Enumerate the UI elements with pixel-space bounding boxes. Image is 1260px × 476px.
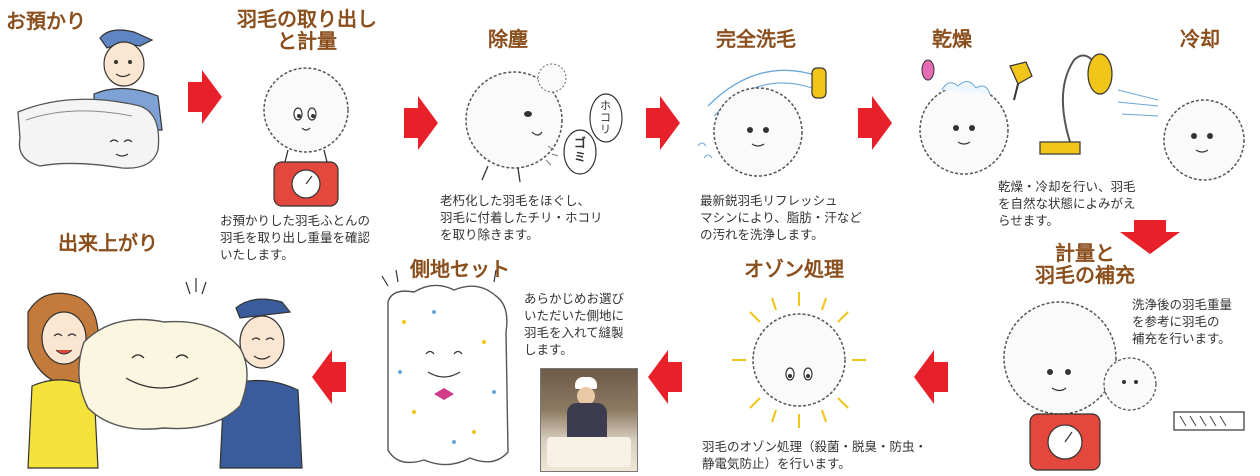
- flow-arrow-left-3: [312, 350, 346, 404]
- wash-illustration: [697, 67, 827, 177]
- ozone-illustration: [732, 292, 866, 428]
- flow-arrow-right-1: [188, 70, 222, 124]
- flow-arrow-left-1: [914, 350, 948, 404]
- step-title-done: 出来上がり: [58, 231, 158, 255]
- step-desc-dust: 老朽化した羽毛をほぐし、 羽毛に付着したチリ・ホコリ を取り除きます。: [440, 193, 603, 242]
- step-title-dust: 除塵: [488, 27, 528, 51]
- step-title-ozone: オゾン処理: [744, 257, 844, 281]
- step-desc-ozone: 羽毛のオゾン処理（殺菌・脱臭・防虫・ 静電気防止）を行います。: [702, 439, 928, 471]
- step-title-cover: 側地セット: [410, 257, 510, 281]
- bubble-gomi: ゴミ: [574, 136, 587, 164]
- refill-illustration: [1003, 301, 1245, 471]
- sewing-photo: [540, 368, 638, 472]
- step-title-dry: 乾燥: [932, 27, 972, 51]
- step-title-receive: お預かり: [6, 9, 86, 33]
- flow-arrow-left-2: [648, 350, 682, 404]
- dry-illustration: [919, 59, 1033, 175]
- step-desc-dry: 乾燥・冷却を行い、羽毛 を自然な状態によみがえ らせます。: [998, 179, 1136, 228]
- step-title-extract: 羽毛の取り出し と計量: [237, 7, 377, 53]
- step-title-wash: 完全洗毛: [716, 27, 796, 51]
- step-desc-extract: お預かりした羽毛ふとんの 羽毛を取り出し重量を確認 いたします。: [220, 213, 371, 262]
- step-desc-wash: 最新鋭羽毛リフレッシュ マシンにより、脂肪・汗など の汚れを洗浄します。: [700, 193, 862, 242]
- step-title-refill: 計量と 羽毛の補充: [1035, 241, 1135, 287]
- dust-illustration: [465, 63, 623, 183]
- step-desc-refill: 洗浄後の羽毛重量 を参考に羽毛の 補充を行います。: [1132, 297, 1233, 346]
- flow-arrow-right-2: [404, 96, 438, 150]
- flow-arrow-down: [1120, 220, 1180, 254]
- cover-illustration: [381, 269, 509, 466]
- step-desc-cover: あらかじめお選び いただいた側地に 羽毛を入れて縫製 します。: [524, 291, 625, 357]
- receive-illustration: [17, 29, 163, 169]
- bubble-hokori: ホコリ: [600, 99, 611, 136]
- step-title-cool: 冷却: [1180, 27, 1220, 51]
- extract-illustration: [263, 67, 349, 207]
- cool-illustration: [1039, 53, 1245, 181]
- flow-arrow-right-3: [646, 96, 680, 150]
- done-illustration: [27, 278, 303, 469]
- flow-arrow-right-4: [858, 96, 892, 150]
